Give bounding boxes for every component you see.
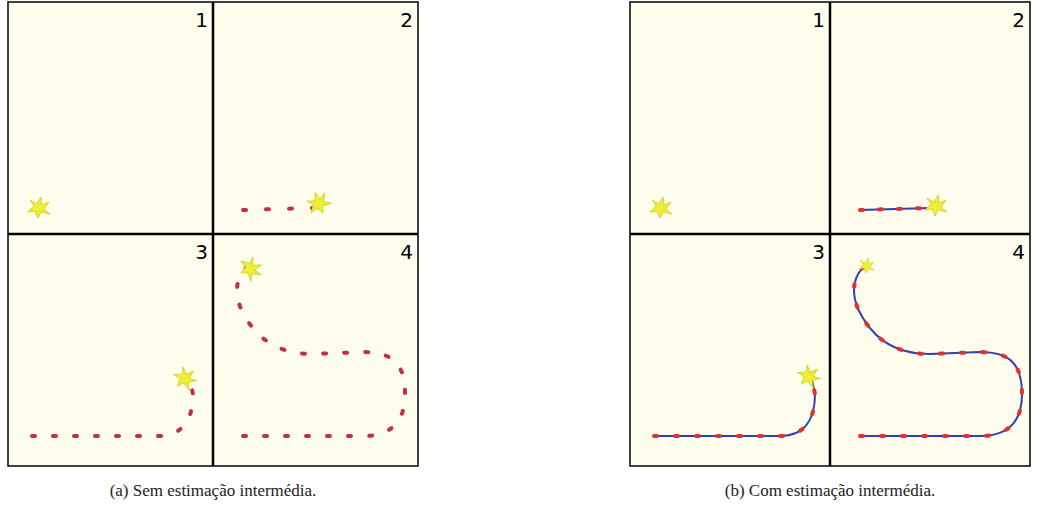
- quadrant-number: 1: [807, 10, 825, 30]
- quadrant-number: 1: [190, 10, 208, 30]
- quadrant-number: 4: [1007, 242, 1025, 262]
- panel-b: [630, 2, 1030, 466]
- quadrant-number: 4: [395, 242, 413, 262]
- quadrant-number: 3: [190, 242, 208, 262]
- panel-caption: (a) Sem estimação intermédia.: [8, 481, 418, 501]
- quadrant-number: 2: [395, 10, 413, 30]
- panel-a: [8, 2, 418, 466]
- panel-caption: (b) Com estimação intermédia.: [630, 481, 1030, 501]
- quadrant-number: 2: [1007, 10, 1025, 30]
- quadrant-number: 3: [807, 242, 825, 262]
